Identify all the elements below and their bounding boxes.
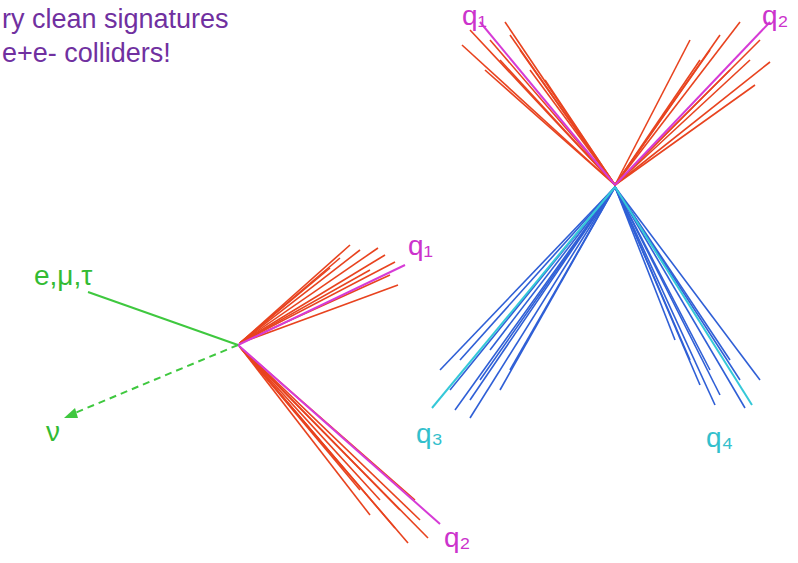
lepton-line: [88, 292, 238, 345]
jet-q3: [440, 187, 615, 418]
neutrino-line: [70, 345, 238, 415]
jet-q1-left: [240, 245, 398, 343]
quark-line: [615, 22, 770, 185]
quark-label: q₁: [462, 2, 487, 30]
quark-line: [238, 345, 440, 524]
quark-line: [615, 187, 752, 405]
quark-label: q₄: [706, 424, 733, 452]
arrowhead: [64, 408, 78, 418]
jet-q2-left: [240, 347, 428, 543]
quark-line: [432, 187, 615, 408]
quark-label: q₂: [444, 524, 470, 552]
slide-text: e+e- colliders!: [2, 40, 171, 67]
lepton-label: e,μ,τ: [34, 262, 92, 290]
quark-line: [238, 265, 405, 345]
quark-line: [480, 22, 615, 185]
quark-label: q₁: [408, 232, 433, 260]
quark-label: q₃: [416, 420, 443, 448]
neutrino-label: ν: [46, 418, 60, 446]
slide-text: ry clean signatures: [2, 6, 229, 33]
jet-q2-right: [615, 22, 770, 185]
jet-q4: [615, 187, 760, 408]
jet-q1-right: [462, 22, 615, 185]
quark-label: q₂: [762, 2, 788, 30]
